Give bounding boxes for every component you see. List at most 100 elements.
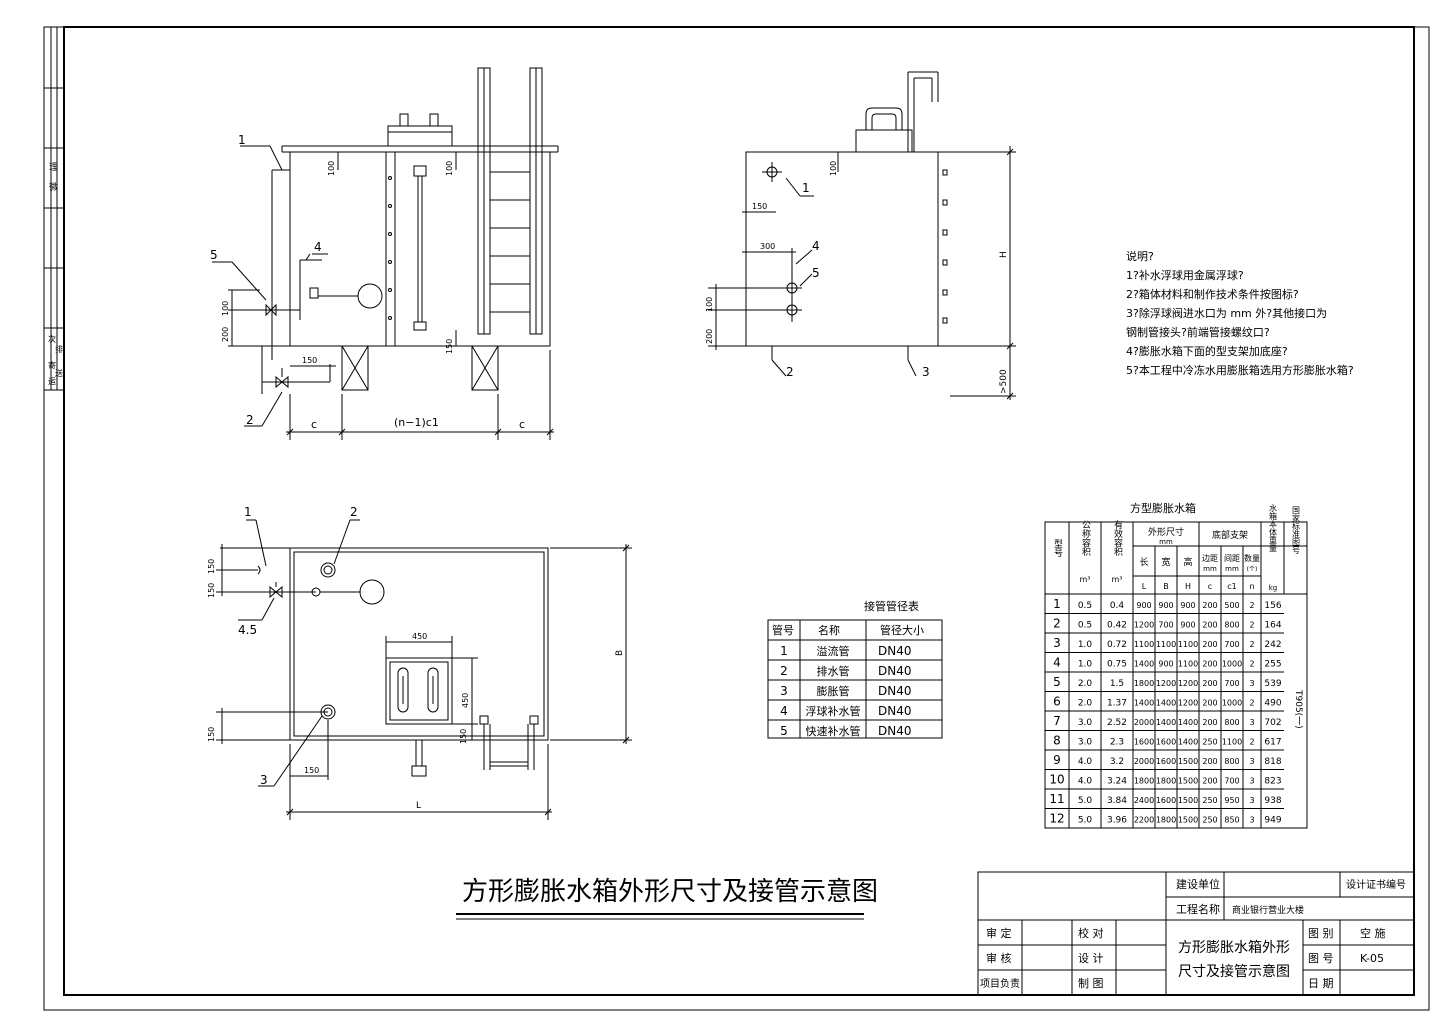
spec-h-model: 型号 [1052, 539, 1063, 558]
spec-cell: 1400 [1178, 738, 1198, 747]
spec-h-outer: 外形尺寸 [1148, 526, 1184, 538]
spec-cell: 3.84 [1107, 796, 1127, 806]
strip-text-3: 次 [48, 334, 56, 344]
side-view: 1 4 5 2 3 100 150 300 100 200 H >500 [705, 71, 1016, 400]
front-label-2: 2 [246, 413, 254, 427]
spec-cell: 3 [1053, 636, 1061, 650]
spec-h-B: B [1163, 582, 1169, 591]
spec-cell: 2.3 [1110, 738, 1124, 748]
spec-cell: 3 [1249, 777, 1254, 786]
tb-project-label: 工程名称 [1176, 902, 1220, 916]
spec-h-len: 长 [1139, 556, 1148, 568]
spec-cell: 2 [1249, 660, 1254, 669]
spec-cell: 1600 [1134, 738, 1154, 747]
pipe-cell-size: DN40 [878, 684, 912, 698]
spec-cell: 949 [1264, 816, 1281, 826]
strip-text-7: 运 [48, 377, 56, 386]
spec-h-count-unit: (个) [1247, 566, 1258, 573]
spec-cell: 1800 [1156, 777, 1176, 786]
spec-cell: 950 [1224, 796, 1239, 805]
spec-cell: 8 [1053, 734, 1061, 748]
spec-cell: 2000 [1134, 718, 1154, 727]
plan-dim-150c: 150 [207, 727, 216, 742]
pipe-cell-name: 溢流管 [817, 644, 850, 658]
spec-h-effective: 有效容积 [1112, 519, 1123, 557]
spec-h-c1: c1 [1227, 582, 1237, 591]
side-dim-150: 150 [752, 202, 767, 211]
spec-cell: 1400 [1134, 660, 1154, 669]
spec-cell: 1600 [1156, 738, 1176, 747]
pipe-header-size: 管径大小 [880, 623, 924, 637]
strip-text-2: 微 [49, 181, 58, 193]
spec-h-base: 底部支架 [1212, 529, 1248, 541]
pipe-cell-name: 快速补水管 [806, 724, 861, 738]
spec-cell: 12 [1049, 812, 1064, 826]
spec-cell: 1400 [1156, 699, 1176, 708]
side-dim-H: H [999, 251, 1009, 258]
main-title: 方形膨胀水箱外形尺寸及接管示意图 [462, 877, 878, 907]
spec-h-nominal-unit: m³ [1080, 575, 1091, 584]
side-dim-100b: 100 [705, 297, 714, 312]
spec-h-hgt: 高 [1183, 556, 1192, 568]
pipe-cell-no: 5 [780, 724, 788, 738]
spec-h-edge-unit: mm [1203, 565, 1217, 573]
plan-dim-450a: 450 [412, 632, 427, 641]
spec-cell: 3.0 [1078, 718, 1093, 728]
side-label-4: 4 [812, 239, 820, 253]
spec-cell: 1400 [1178, 718, 1198, 727]
spec-cell: 3.0 [1078, 738, 1093, 748]
note-line: 钢制管接头?前端管接螺纹口? [1126, 325, 1270, 339]
spec-h-wid: 宽 [1161, 556, 1170, 568]
spec-cell: 9 [1053, 753, 1061, 767]
pipe-cell-no: 1 [780, 644, 788, 658]
front-label-1: 1 [238, 133, 246, 147]
plan-label-3: 3 [260, 773, 268, 787]
front-dim-mid: (n−1)c1 [394, 416, 439, 429]
spec-cell: 1100 [1178, 660, 1198, 669]
plan-tank-outer [289, 547, 549, 741]
pipe-cell-size: DN40 [878, 664, 912, 678]
spec-cell: 0.4 [1110, 601, 1125, 611]
front-dim-100b: 100 [445, 161, 454, 176]
tb-number-value: K-05 [1360, 952, 1384, 965]
spec-cell: 0.5 [1078, 621, 1092, 631]
plan-view: 1 2 4.5 3 150 150 150 150 150 450 450 B … [207, 505, 632, 820]
spec-cell: 1500 [1178, 757, 1198, 766]
pipe-header-name: 名称 [818, 623, 840, 637]
spec-cell: 823 [1264, 777, 1281, 787]
front-dim-100c: 100 [221, 301, 230, 316]
spec-h-gap-unit: mm [1225, 565, 1239, 573]
side-label-1: 1 [802, 181, 810, 195]
spec-cell: 800 [1224, 757, 1239, 766]
spec-h-outer-unit: mm [1159, 538, 1173, 546]
spec-cell: 3 [1249, 757, 1254, 766]
strip-text-1: 理 [49, 162, 58, 173]
plan-dim-150a: 150 [207, 559, 216, 574]
pipe-cell-name: 浮球补水管 [806, 704, 861, 718]
pipe-cell-no: 2 [780, 664, 788, 678]
front-dim-150b: 150 [302, 356, 317, 365]
spec-h-L: L [1142, 582, 1147, 591]
spec-cell: 1 [1053, 597, 1061, 611]
tb-project-value: 商业银行营业大楼 [1232, 904, 1304, 916]
spec-cell: 242 [1264, 640, 1281, 650]
tb-draw-label: 制 图 [1078, 977, 1104, 990]
spec-cell: 3 [1249, 816, 1254, 825]
side-label-3: 3 [922, 365, 930, 379]
spec-cell: 250 [1202, 816, 1217, 825]
spec-cell: 2 [1249, 699, 1254, 708]
spec-cell: 255 [1264, 660, 1281, 670]
spec-cell: 3 [1249, 718, 1254, 727]
spec-cell: 700 [1158, 621, 1173, 630]
note-line: 1?补水浮球用金属浮球? [1126, 268, 1244, 282]
spec-cell: 500 [1224, 601, 1239, 610]
notes-title: 说明? [1126, 249, 1154, 263]
plan-label-1: 1 [244, 505, 252, 519]
spec-cell: 2 [1053, 617, 1061, 631]
pipe-cell-no: 4 [780, 704, 788, 718]
spec-cell: 156 [1264, 601, 1281, 611]
spec-cell: 490 [1264, 699, 1281, 709]
front-label-4: 4 [314, 240, 322, 254]
tb-cert-label: 设计证书编号 [1346, 878, 1406, 891]
